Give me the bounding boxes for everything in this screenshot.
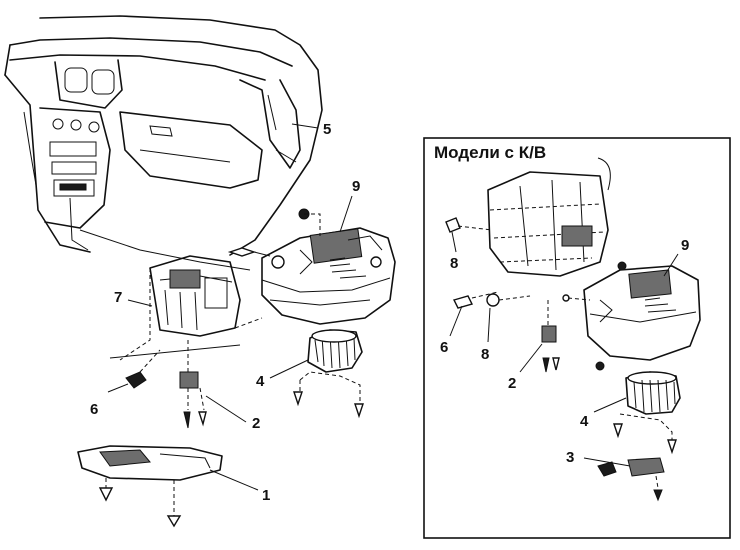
lower-cover-part-1 <box>77 445 223 528</box>
callout-4-main: 4 <box>256 373 265 390</box>
inset-title: Модели с К/В <box>434 143 546 162</box>
callout-9-inset: 9 <box>681 237 689 254</box>
blower-housing-main <box>261 208 396 325</box>
callout-2-main: 2 <box>252 415 260 432</box>
inset-panel <box>423 137 731 539</box>
callout-6-inset: 6 <box>440 339 448 356</box>
callout-4-inset: 4 <box>580 413 589 430</box>
callout-7: 7 <box>114 289 122 306</box>
callout-3-inset: 3 <box>566 449 574 466</box>
callout-1: 1 <box>262 487 270 504</box>
screw-main-housing <box>227 247 271 257</box>
bracket-part-2-main <box>179 340 207 429</box>
inset-bracket-2 <box>541 300 560 373</box>
dashboard-illustration <box>4 15 323 271</box>
callout-2-inset: 2 <box>508 375 516 392</box>
leader-lines-main <box>107 123 353 491</box>
callout-6-main: 6 <box>90 401 98 418</box>
callout-8-upper: 8 <box>450 255 458 272</box>
fan-motor-main <box>293 329 364 419</box>
callout-5: 5 <box>323 121 331 138</box>
callout-9-main: 9 <box>352 178 360 195</box>
inset-clip-6 <box>452 291 499 309</box>
inset-evaporator-case <box>487 171 609 277</box>
inset-fan-motor <box>613 371 681 455</box>
clip-part-6-main <box>125 349 161 389</box>
inset-leader-lines <box>449 157 679 467</box>
inset-blower-housing <box>562 261 701 371</box>
inset-screws-8 <box>445 217 531 307</box>
inset-part-3 <box>597 457 665 502</box>
callout-8-lower: 8 <box>481 346 489 363</box>
resistor-block <box>109 255 263 361</box>
